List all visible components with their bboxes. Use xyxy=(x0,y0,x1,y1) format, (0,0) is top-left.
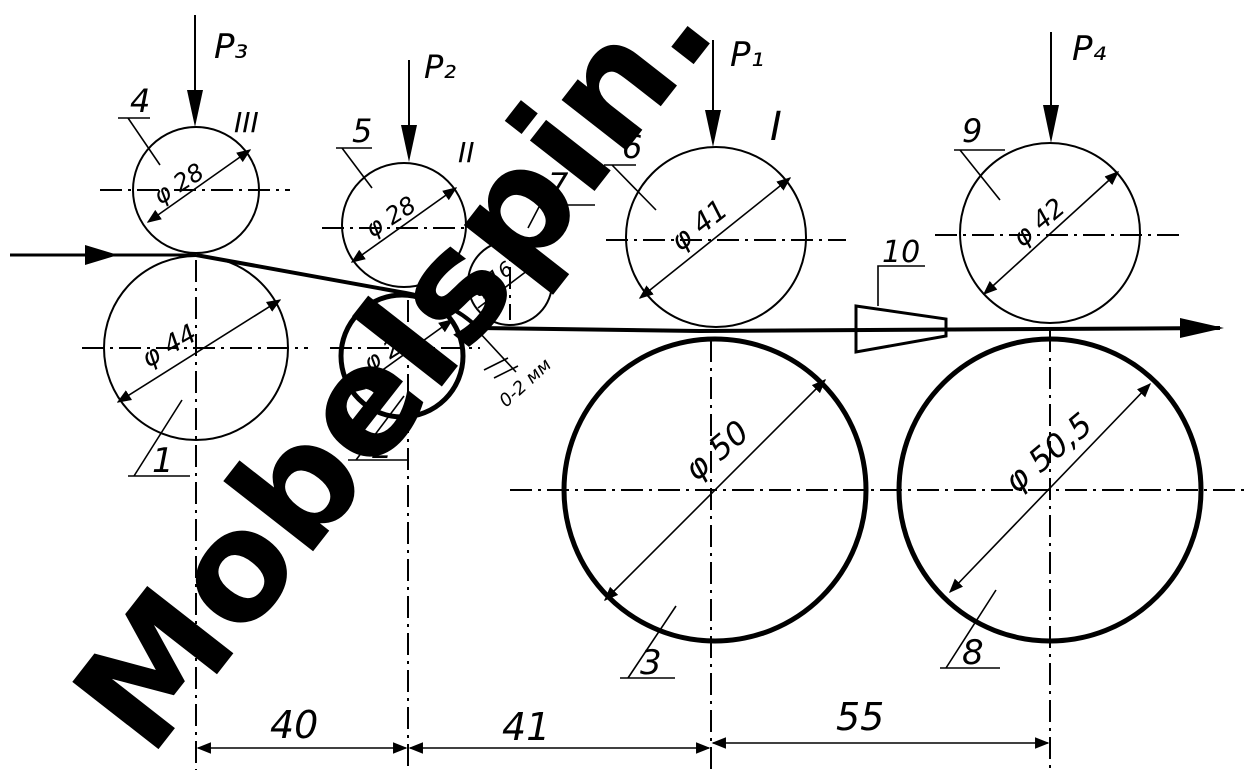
label-part-8: 8 xyxy=(962,633,984,673)
roller-7 xyxy=(467,240,553,326)
label-dim-55: 55 xyxy=(836,695,884,739)
label-p2: P₂ xyxy=(424,48,456,86)
dia-line-4 xyxy=(146,149,252,223)
label-dia-3: φ 50 xyxy=(677,413,757,488)
label-part-3: 3 xyxy=(640,643,662,683)
leader-part-4 xyxy=(118,117,161,166)
label-dia-4: φ 28 xyxy=(148,158,209,210)
gap-line xyxy=(465,317,517,373)
label-part-1: 1 xyxy=(152,441,174,481)
label-part-6: 6 xyxy=(622,128,642,166)
label-dim-40: 40 xyxy=(270,703,318,747)
label-part-4: 4 xyxy=(130,82,150,120)
label-station-2: II xyxy=(458,136,475,169)
dia-line-7 xyxy=(477,257,545,309)
strip-path xyxy=(195,253,1221,334)
dia-line-5 xyxy=(350,187,458,263)
label-part-2: 2 xyxy=(372,428,392,466)
label-p1: P₁ xyxy=(730,35,764,75)
guide-10-leader xyxy=(877,265,925,306)
label-dim-41: 41 xyxy=(502,705,550,749)
guide-10 xyxy=(854,304,948,354)
dia-line-6 xyxy=(638,177,792,299)
roller-3 xyxy=(561,336,869,644)
leader-part-3 xyxy=(620,605,677,679)
label-station-3: III xyxy=(234,106,259,139)
leader-part-8 xyxy=(940,589,1000,669)
load-arrow-p4-head xyxy=(1043,105,1059,143)
label-part-10: 10 xyxy=(882,235,920,270)
gap-ticks xyxy=(483,357,519,379)
roller-9 xyxy=(959,142,1141,324)
leader-part-1 xyxy=(128,399,190,477)
leader-part-2 xyxy=(348,395,408,461)
label-part-5: 5 xyxy=(352,112,372,150)
label-p3: P₃ xyxy=(214,27,248,67)
dia-line-8 xyxy=(949,382,1151,594)
roller-2 xyxy=(338,292,466,420)
label-part-7: 7 xyxy=(548,166,569,204)
roller-8 xyxy=(896,336,1204,644)
roller-4 xyxy=(132,126,260,254)
watermark: Mobelspin.V xyxy=(41,0,819,772)
load-arrow-p2-head xyxy=(401,125,417,162)
strip-outfeed-arrow xyxy=(1180,318,1224,338)
dia-line-1 xyxy=(116,299,282,403)
dia-line-3 xyxy=(603,378,827,602)
roller-5 xyxy=(341,162,467,288)
load-arrow-p1-head xyxy=(705,110,721,147)
dia-line-2 xyxy=(350,319,454,393)
label-part-9: 9 xyxy=(962,112,982,150)
label-dia-6: φ 41 xyxy=(664,193,734,258)
label-dia-1: φ 44 xyxy=(137,319,203,374)
leader-part-5 xyxy=(336,147,373,189)
label-p4: P₄ xyxy=(1072,29,1107,69)
leader-part-7 xyxy=(527,204,595,229)
strip-infeed-arrow xyxy=(85,245,118,265)
label-station-1: I xyxy=(770,104,782,150)
roller-6 xyxy=(625,146,807,328)
dia-line-9 xyxy=(982,171,1120,295)
load-arrow-p3-head xyxy=(187,90,203,127)
leader-part-9 xyxy=(954,149,1005,201)
leader-part-6 xyxy=(604,164,657,211)
